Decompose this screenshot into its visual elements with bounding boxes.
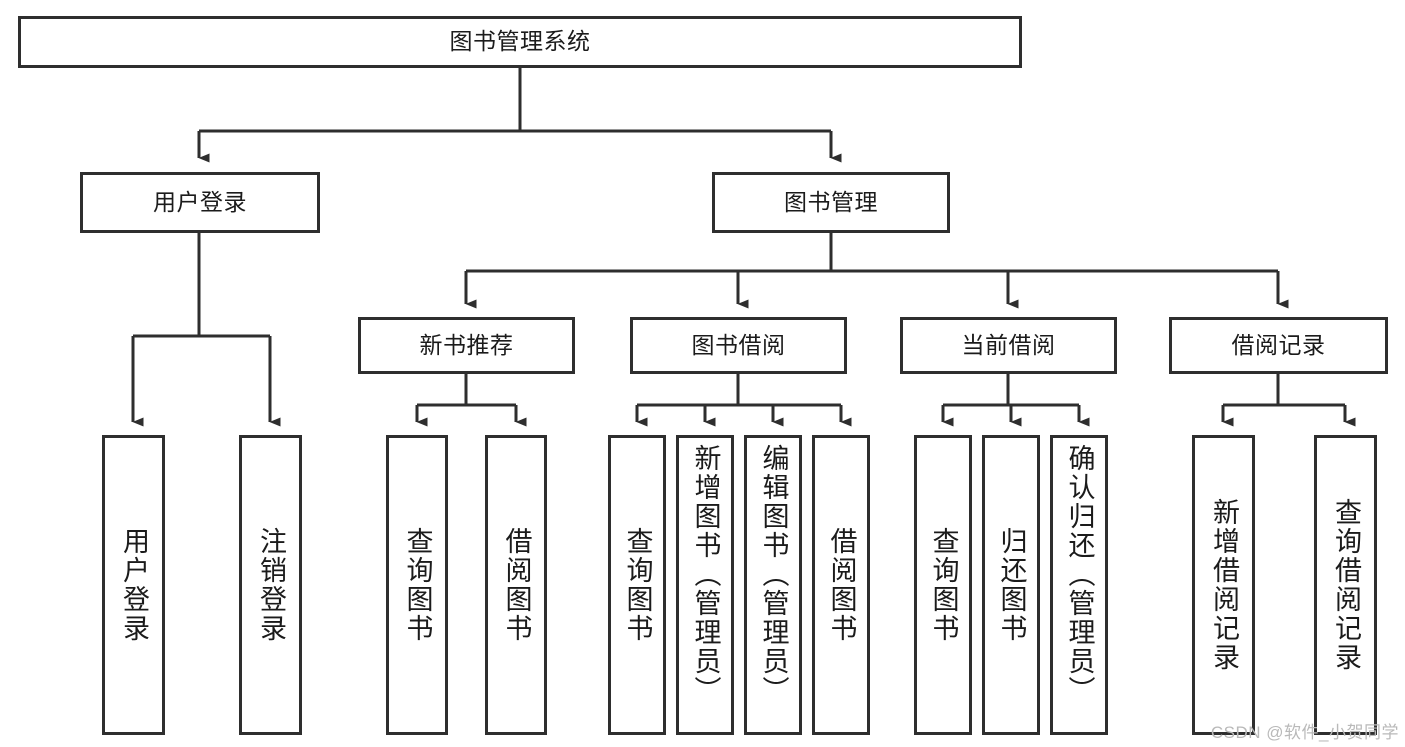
node-leaf-query-book-1-label: 查询图书: [402, 527, 433, 643]
node-leaf-query-book-2[interactable]: 查询图书: [608, 435, 666, 735]
node-book-borrow-label: 图书借阅: [691, 331, 786, 358]
node-leaf-confirm-return-label: 确认归还（管理员）: [1064, 444, 1095, 705]
node-new-book-recommend[interactable]: 新书推荐: [358, 317, 575, 374]
node-leaf-edit-book-label: 编辑图书（管理员）: [758, 444, 789, 705]
node-leaf-query-book-3-label: 查询图书: [928, 527, 959, 643]
csdn-watermark: CSDN @软件_小贺同学: [1210, 723, 1399, 742]
node-leaf-borrow-book-1[interactable]: 借阅图书: [485, 435, 547, 735]
node-leaf-add-record-label: 新增借阅记录: [1209, 498, 1239, 672]
node-leaf-confirm-return[interactable]: 确认归还（管理员）: [1050, 435, 1108, 735]
node-leaf-borrow-book-1-label: 借阅图书: [501, 527, 532, 643]
node-leaf-add-book-label: 新增图书（管理员）: [690, 444, 721, 705]
node-leaf-borrow-book-2[interactable]: 借阅图书: [812, 435, 870, 735]
node-leaf-query-book-2-label: 查询图书: [622, 527, 653, 643]
node-borrow-record[interactable]: 借阅记录: [1169, 317, 1388, 374]
node-root-system-label: 图书管理系统: [449, 28, 591, 55]
node-current-borrow[interactable]: 当前借阅: [900, 317, 1117, 374]
node-leaf-edit-book[interactable]: 编辑图书（管理员）: [744, 435, 802, 735]
node-book-manage[interactable]: 图书管理: [712, 172, 950, 233]
node-leaf-user-login-label: 用户登录: [119, 527, 149, 643]
node-leaf-query-book-1[interactable]: 查询图书: [386, 435, 448, 735]
node-borrow-record-label: 借阅记录: [1231, 331, 1326, 358]
node-leaf-user-logout[interactable]: 注销登录: [239, 435, 302, 735]
node-book-borrow[interactable]: 图书借阅: [630, 317, 847, 374]
node-leaf-query-record[interactable]: 查询借阅记录: [1314, 435, 1377, 735]
node-book-manage-label: 图书管理: [784, 188, 878, 215]
node-leaf-query-book-3[interactable]: 查询图书: [914, 435, 972, 735]
node-leaf-user-login[interactable]: 用户登录: [102, 435, 165, 735]
node-user-login-label: 用户登录: [153, 188, 247, 215]
node-leaf-query-record-label: 查询借阅记录: [1331, 498, 1361, 672]
node-leaf-return-book[interactable]: 归还图书: [982, 435, 1040, 735]
node-leaf-user-logout-label: 注销登录: [256, 527, 286, 643]
node-user-login[interactable]: 用户登录: [80, 172, 320, 233]
node-leaf-return-book-label: 归还图书: [996, 527, 1027, 643]
node-root-system[interactable]: 图书管理系统: [18, 16, 1022, 68]
node-leaf-add-book[interactable]: 新增图书（管理员）: [676, 435, 734, 735]
node-leaf-add-record[interactable]: 新增借阅记录: [1192, 435, 1255, 735]
node-new-book-recommend-label: 新书推荐: [419, 331, 514, 358]
node-leaf-borrow-book-2-label: 借阅图书: [826, 527, 857, 643]
node-current-borrow-label: 当前借阅: [961, 331, 1056, 358]
